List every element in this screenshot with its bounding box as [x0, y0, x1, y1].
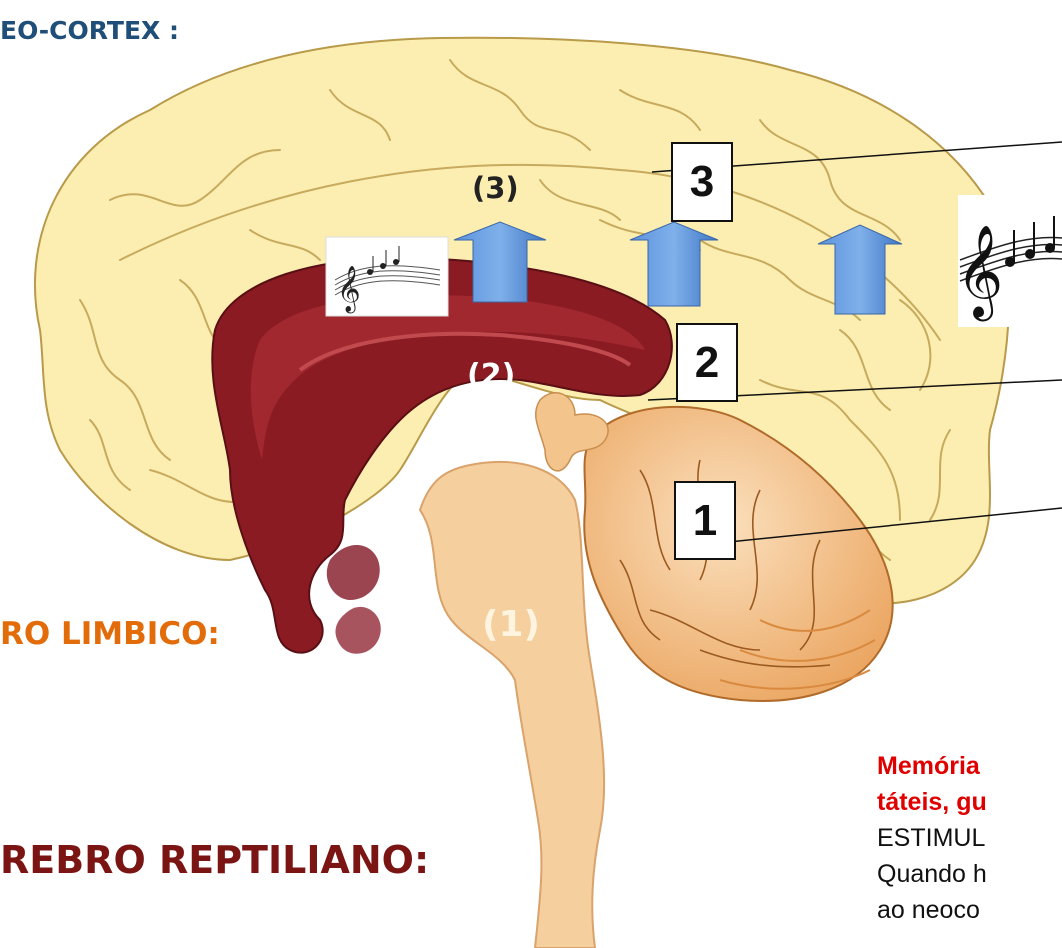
memory-line-3: ESTIMUL — [877, 824, 986, 852]
memory-line-1: Memória — [877, 752, 980, 780]
number-box-2: 2 — [676, 323, 738, 402]
svg-text:𝄞: 𝄞 — [956, 224, 1003, 321]
brainstem: (1) — [418, 392, 609, 948]
neocortex-label: EO-CORTEX : — [0, 16, 180, 45]
region-1-label: (1) — [482, 604, 540, 645]
memory-description: Memória táteis, gu ESTIMUL Quando h ao n… — [877, 748, 987, 928]
region-3-label: (3) — [472, 171, 519, 205]
limbic-system — [211, 256, 673, 654]
memory-line-4: Quando h — [877, 860, 987, 888]
memory-line-5: ao neoco — [877, 896, 980, 924]
music-notes-icon: 𝄞 — [325, 236, 449, 317]
region-2-label: (2) — [467, 358, 515, 393]
memory-line-2: táteis, gu — [877, 788, 987, 816]
reptilian-label: REBRO REPTILIANO: — [0, 838, 430, 882]
up-arrow-icon — [629, 221, 719, 307]
limbic-label: RO LIMBICO: — [0, 616, 220, 652]
up-arrow-icon — [453, 221, 547, 303]
number-box-3: 3 — [671, 142, 733, 222]
number-box-1: 1 — [674, 481, 736, 560]
up-arrow-icon — [817, 224, 903, 315]
cerebellum — [583, 405, 894, 702]
music-notes-icon: 𝄞 — [956, 195, 1062, 327]
svg-text:𝄞: 𝄞 — [337, 266, 361, 314]
